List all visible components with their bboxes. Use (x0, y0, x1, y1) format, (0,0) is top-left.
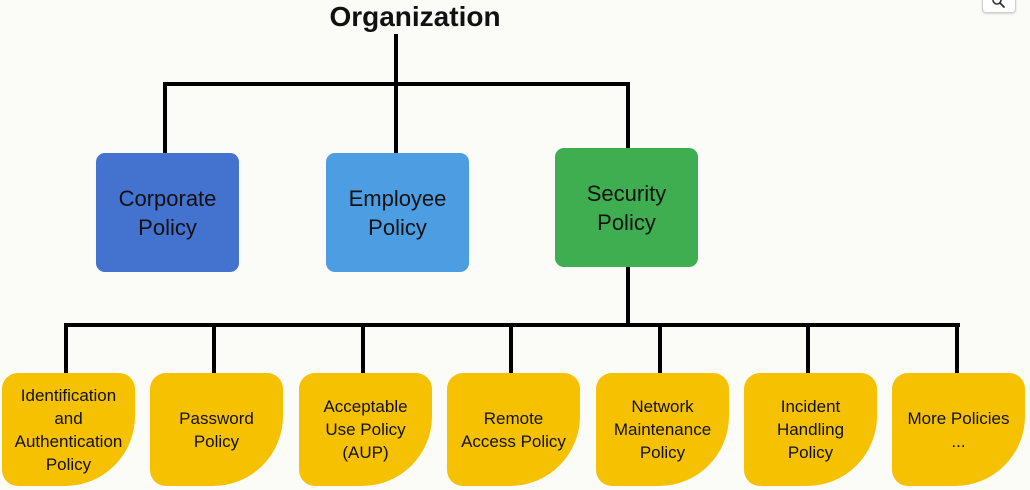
leaf-label: Network Maintenance Policy (613, 397, 712, 462)
leaf-label: Incident Handling Policy (776, 397, 845, 462)
corporate-policy-box: Corporate Policy (96, 153, 239, 272)
leaf-label: Remote Access Policy (461, 408, 566, 451)
employee-policy-label: Employee Policy (348, 185, 447, 240)
diagram-title: Organization (329, 1, 501, 32)
leaf-label: Acceptable Use Policy (AUP) (323, 397, 408, 462)
magnifier-icon (992, 0, 1005, 8)
identification-authentication-policy-box: Identification and Authentication Policy (2, 373, 135, 486)
leaf-label: Identification and Authentication Policy (14, 385, 123, 474)
leaf-label: More Policies ... (907, 408, 1010, 451)
security-policy-box: Security Policy (555, 148, 698, 267)
corporate-policy-label: Corporate Policy (118, 185, 217, 240)
password-policy-box: Password Policy (150, 373, 283, 486)
security-policy-label: Security Policy (586, 180, 667, 235)
leaf-label: Password Policy (179, 408, 254, 451)
employee-policy-box: Employee Policy (326, 153, 469, 272)
zoom-button[interactable] (982, 0, 1016, 13)
